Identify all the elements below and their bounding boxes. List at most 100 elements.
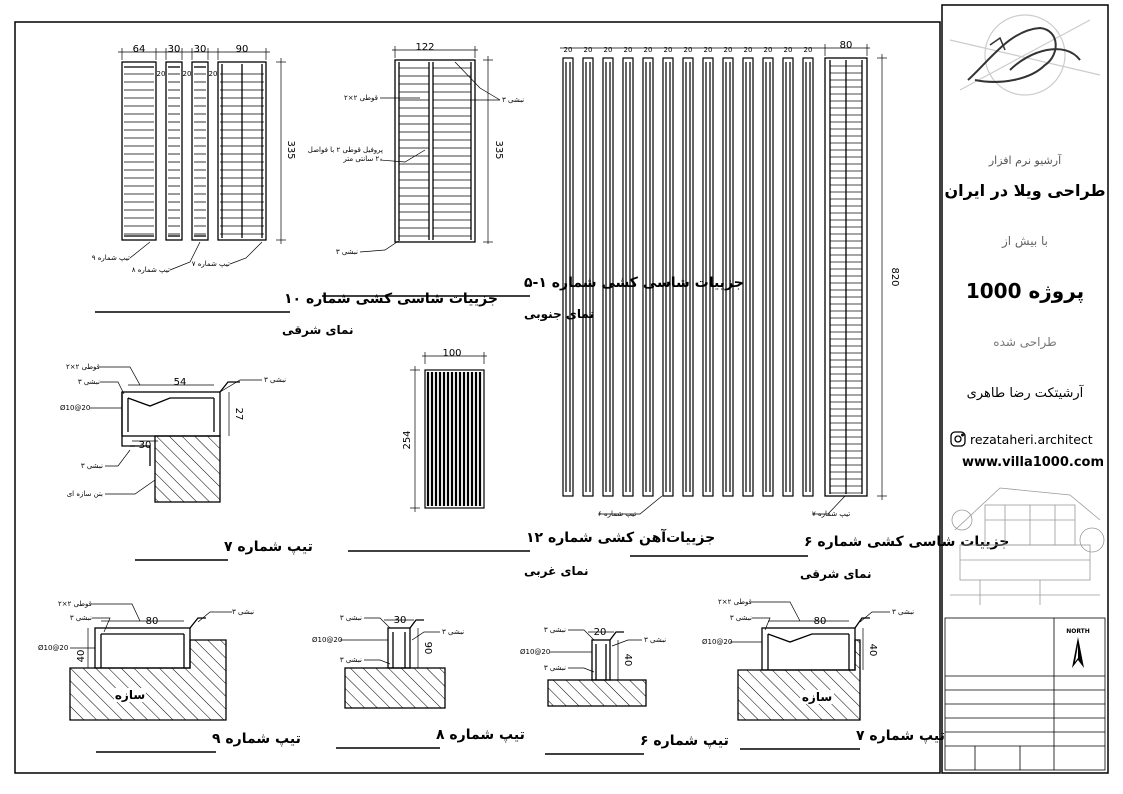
hatch-label-9: سازه (115, 688, 145, 702)
dim-54: 54 (174, 377, 187, 388)
callout-angle-9a: نبشی ۳ (70, 614, 92, 622)
callout-rebar-6: Ø10@20 (520, 648, 550, 656)
tip-9-section: سازه 80 40 قوطی ۲×۲ نبشی ۳ نبشی ۳ Ø10@20… (38, 600, 301, 753)
dim-20-col: 20 (804, 46, 813, 54)
instagram-handle: rezataheri.architect (970, 432, 1093, 447)
instagram-icon (950, 431, 966, 447)
dim-20-col: 20 (744, 46, 753, 54)
dim-20: 20 (594, 627, 607, 638)
dim-gap-3: 20 (209, 70, 218, 78)
dim-30a: 30 (168, 44, 181, 55)
callout-angle-a3: نبشی ۳ (81, 462, 103, 470)
dim-64: 64 (133, 44, 146, 55)
dim-820: 820 (889, 267, 900, 286)
subtitle-detail-6: نمای شرقی (800, 567, 872, 581)
dim-gap-2: 20 (183, 70, 192, 78)
callout-rebar-7b: Ø10@20 (702, 638, 732, 646)
title-detail-10: جزییات شاسی کشی شماره ۱۰ (284, 291, 498, 307)
callout-box-a: قوطی ۲×۲ (66, 363, 100, 371)
title-tip-9: تیپ شماره ۹ (212, 731, 301, 747)
website-url: www.villa1000.com (962, 455, 1104, 470)
title-detail-5: جزییات شاسی کشی شماره ۱-۵ (524, 275, 744, 291)
title-tip-6: تیپ شماره ۶ (640, 733, 729, 749)
dim-40b: 40 (622, 654, 633, 667)
callout-angle-8a: نبشی ۳ (340, 614, 362, 622)
callout-rebar-8: Ø10@20 (312, 636, 342, 644)
architect-name: آرشیتکت رضا طاهری (967, 384, 1085, 401)
tip-7-section-a: 54 27 30 قوطی ۲×۲ نبشی ۳ نبشی ۳ Ø10@20 ن… (60, 363, 313, 561)
sidebar-frame (941, 4, 1109, 774)
dim-80b: 80 (146, 616, 159, 627)
dim-80: 80 (840, 40, 853, 51)
brand-line-2: طراحی ویلا در ایران (944, 181, 1105, 200)
dim-335: 335 (285, 140, 296, 159)
dim-20-col: 20 (724, 46, 733, 54)
tip-8-section: 30 90 نبشی ۳ نبشی ۳ نبشی ۳ Ø10@20 تیپ شم… (312, 614, 525, 749)
callout-box-9: قوطی ۲×۲ (58, 600, 92, 608)
dim-122: 122 (415, 42, 434, 53)
dim-27: 27 (233, 408, 244, 421)
tip-6-section: 20 40 نبشی ۳ نبشی ۳ نبشی ۳ Ø10@20 تیپ شم… (520, 626, 729, 755)
title-block (944, 617, 1106, 771)
brand-line-5: طراحی شده (993, 335, 1056, 350)
dim-gap-1: 20 (157, 70, 166, 78)
detail-5: 122 335 قوطی ۲×۲ نبشی ۳ پروفیل قوطی ۲ با… (308, 42, 744, 322)
dim-20-col: 20 (664, 46, 673, 54)
callout-tip9: تیپ شماره ۹ (92, 254, 130, 262)
dim-20-col: 20 (624, 46, 633, 54)
callout-angle-a2: نبشی ۳ (264, 376, 286, 384)
hatch-label-7b: سازه (802, 690, 832, 704)
dim-90: 90 (236, 44, 249, 55)
title-tip-8: تیپ شماره ۸ (436, 727, 525, 743)
callout-angle-7b1: نبشی ۳ (730, 614, 752, 622)
brand-line-4: 1000 پروژه (966, 279, 1084, 304)
dim-20-col: 20 (564, 46, 573, 54)
dim-20-col: 20 (764, 46, 773, 54)
logo-icon (949, 14, 1101, 96)
dim-30c: 30 (139, 440, 152, 451)
detail-10: 64 30 30 90 20 20 20 335 تیپ شماره ۹ تیپ… (92, 44, 498, 337)
dim-20-col: 20 (584, 46, 593, 54)
dim-20-col: 20 (644, 46, 653, 54)
callout-box-7b: قوطی ۲×۲ (718, 598, 752, 606)
dim-254: 254 (402, 430, 413, 449)
title-detail-12: جزییات‌آهن کشی شماره ۱۲ (526, 528, 715, 546)
drawing-frame (14, 21, 941, 774)
dim-40: 40 (76, 650, 87, 663)
callout-angle-8b: نبشی ۳ (340, 656, 362, 664)
title-tip-7b: تیپ شماره ۷ (856, 728, 945, 744)
callout-angle-top: نبشی ۳ (502, 96, 524, 104)
dim-80c: 80 (814, 616, 827, 627)
subtitle-detail-5: نمای جنوبی (524, 307, 594, 322)
dim-90b: 90 (422, 642, 433, 655)
brand-panel: آرشیو نرم افزار طراحی ویلا در ایران با ب… (944, 14, 1106, 605)
subtitle-detail-10: نمای شرقی (282, 323, 354, 337)
callout-tip8: تیپ شماره ۸ (132, 266, 170, 274)
callout-angle-6b: نبشی ۳ (544, 664, 566, 672)
north-arrow-icon (1072, 637, 1084, 668)
callout-angle-8c: نبشی ۳ (442, 628, 464, 636)
dim-20-col: 20 (604, 46, 613, 54)
dim-20-col: 20 (684, 46, 693, 54)
north-label: NORTH (1066, 628, 1090, 635)
callout-tip6: تیپ شماره ۶ (598, 510, 636, 518)
brand-line-3: با بیش از (1001, 234, 1048, 249)
brand-line-1: آرشیو نرم افزار (988, 153, 1062, 167)
callout-angle-7b2: نبشی ۳ (892, 608, 914, 616)
callout-rebar-9: Ø10@20 (38, 644, 68, 652)
dim-20-col: 20 (704, 46, 713, 54)
dim-335b: 335 (493, 140, 504, 159)
callout-angle-a1: نبشی ۳ (78, 378, 100, 386)
dim-30d: 30 (394, 615, 407, 626)
callout-rebar-a: Ø10@20 (60, 404, 90, 412)
dim-20-col: 20 (784, 46, 793, 54)
tip-7-section-b: سازه 80 40 قوطی ۲×۲ نبشی ۳ نبشی ۳ Ø10@20… (702, 598, 945, 750)
callout-angle-9b: نبشی ۳ (232, 608, 254, 616)
callout-angle-6c: نبشی ۳ (644, 636, 666, 644)
dim-30b: 30 (194, 44, 207, 55)
callout-box: قوطی ۲×۲ (344, 94, 378, 102)
callout-tip7b: تیپ شماره ۷ (812, 510, 850, 518)
subtitle-detail-12: نمای غربی (524, 564, 589, 578)
title-detail-6: جزییات شاسی کشی شماره ۶ (804, 534, 1009, 550)
